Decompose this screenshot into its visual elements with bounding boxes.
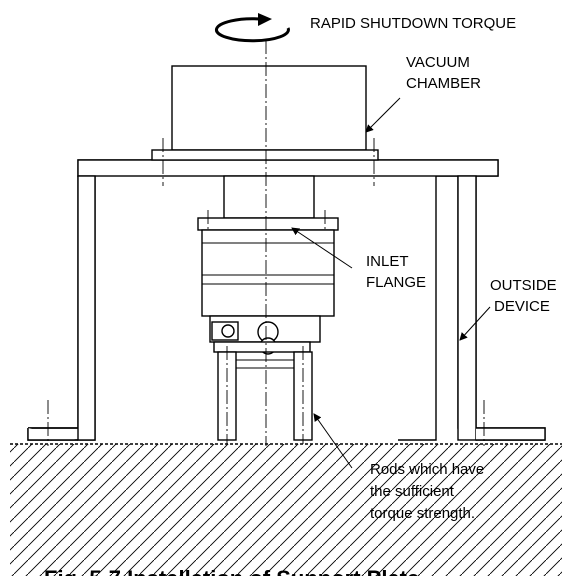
rotation-arrow-icon (214, 13, 290, 43)
rods-label-line1: Rods which have (370, 461, 484, 478)
vacuum-label-line2: CHAMBER (406, 75, 481, 92)
rods-label-line2: the sufficient (370, 483, 455, 500)
inlet-leader (291, 227, 353, 269)
vacuum-label-line1: VACUUM (406, 54, 470, 71)
inlet-label-line1: INLET (366, 253, 409, 270)
ground-hatching (10, 443, 562, 576)
outside-label-line1: OUTSIDE (490, 277, 557, 294)
vacuum-chamber (151, 65, 379, 186)
outside-leader (459, 306, 491, 341)
vacuum-leader (365, 97, 401, 133)
inlet-label-line2: FLANGE (366, 274, 426, 291)
support-rods (213, 341, 313, 444)
torque-label: RAPID SHUTDOWN TORQUE (310, 15, 516, 32)
rods-label-line3: torque strength. (370, 505, 475, 522)
outside-label-line2: DEVICE (494, 298, 550, 315)
turbo-pump (197, 175, 339, 355)
figure-caption: Fig. 5-7 Installation of Support Plate (44, 566, 419, 576)
rods-leader (313, 413, 353, 469)
